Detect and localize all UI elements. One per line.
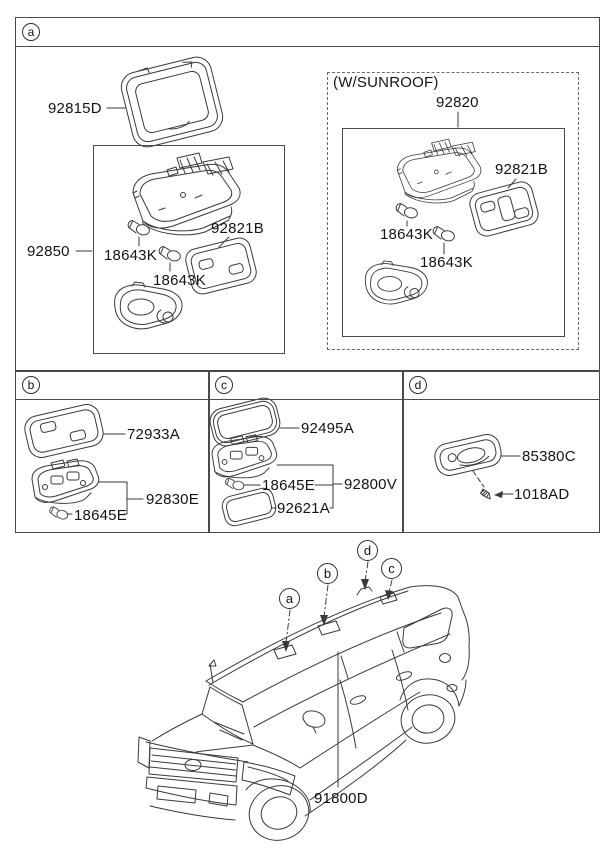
part-label-92830e[interactable]: 92830E [146,491,199,508]
bezel-drawing-92495a [209,397,281,447]
vehicle-callout-c[interactable]: c [381,558,402,579]
part-label-18643k-1[interactable]: 18643K [104,247,157,264]
lens-drawing-72933a [24,404,104,458]
part-label-92621a[interactable]: 92621A [277,500,330,517]
lens-drawing-92821b-a [185,237,257,295]
part-label-92495a[interactable]: 92495A [301,420,354,437]
part-label-1018ad[interactable]: 1018AD [514,486,570,503]
part-label-92821b-a[interactable]: 92821B [211,220,264,237]
part-label-18643k-2[interactable]: 18643K [153,272,206,289]
part-label-72933a[interactable]: 72933A [127,426,180,443]
section-d-frame: d [402,370,600,533]
section-b-header: b [16,371,209,400]
part-label-91800d[interactable]: 91800D [314,790,368,807]
section-c-callout[interactable]: c [215,376,233,394]
section-a-frame: a [15,17,600,372]
part-label-18645e-c[interactable]: 18645E [262,477,315,494]
variant-label-sunroof: (W/SUNROOF) [333,74,439,91]
part-label-18643k-4[interactable]: 18643K [420,254,473,271]
lens-drawing-92821b-s [469,181,539,237]
lens-drawing-92621a [221,487,277,527]
arrowhead-1018ad [494,491,503,498]
section-b-frame: b [15,370,210,533]
bracket-92830e [98,481,144,515]
part-label-18645e-b[interactable]: 18645E [74,507,127,524]
part-label-92800v[interactable]: 92800V [344,476,397,493]
vehicle-drawing [137,585,470,841]
leader-92821b-a [218,236,230,248]
part-label-92821b-s[interactable]: 92821B [495,161,548,178]
section-a-callout[interactable]: a [22,23,40,41]
section-a-header: a [16,18,599,47]
part-label-92815d[interactable]: 92815D [48,100,102,117]
console-92850-frame [93,145,285,354]
leader-92821b-s [507,178,517,189]
screw-drawing-1018ad [480,488,491,500]
vehicle-callout-a[interactable]: a [279,588,300,609]
lamp-drawing-85380c [434,434,502,476]
console-92820-frame [342,128,565,337]
section-c-frame: c [208,370,404,533]
section-d-callout[interactable]: d [409,376,427,394]
section-b-callout[interactable]: b [22,376,40,394]
vehicle-callout-d[interactable]: d [357,540,378,561]
sunroof-variant-frame [327,72,579,350]
part-label-92850[interactable]: 92850 [27,243,70,260]
section-c-header: c [209,371,403,400]
bezel-drawing-92815d [120,56,224,148]
part-label-85380c[interactable]: 85380C [522,448,576,465]
section-d-header: d [403,371,599,400]
vehicle-callout-b[interactable]: b [317,563,338,584]
part-label-92820[interactable]: 92820 [436,94,479,111]
vehicle-callout-arrows [282,561,393,652]
bracket-92800v [276,464,343,509]
part-label-18643k-3[interactable]: 18643K [380,226,433,243]
leader-screw-dashed [472,470,485,488]
